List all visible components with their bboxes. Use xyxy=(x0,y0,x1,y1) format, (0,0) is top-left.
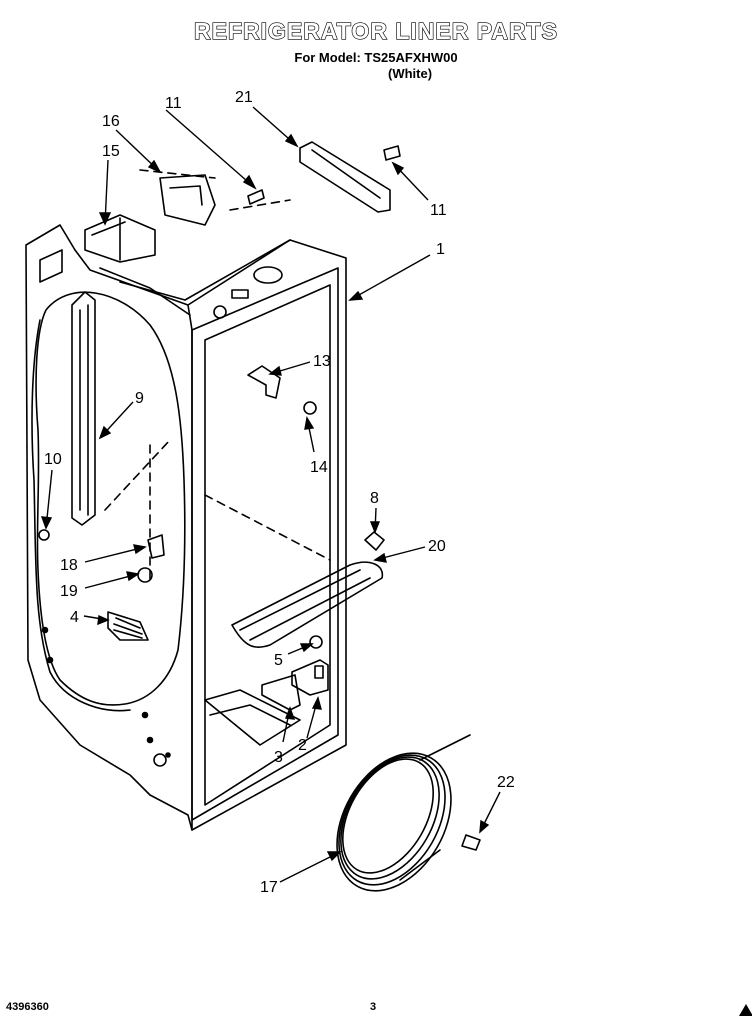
callout-18: 18 xyxy=(60,557,78,574)
left-side-gasket xyxy=(35,291,186,706)
part-17-bracket xyxy=(299,141,391,213)
part-11-screw-left xyxy=(247,189,265,205)
part-18-socket xyxy=(147,534,165,559)
callout-22: 22 xyxy=(497,774,515,791)
color-note: (White) xyxy=(388,66,433,81)
liner-top-edge xyxy=(119,239,291,301)
callout-3: 3 xyxy=(274,749,283,766)
callout-20: 19 xyxy=(60,583,78,600)
part-13-bracket xyxy=(247,365,281,399)
callout-21: 20 xyxy=(428,538,446,555)
callout-14: 14 xyxy=(310,459,328,476)
part-15-housing xyxy=(84,214,156,263)
vertical-rail xyxy=(71,291,96,526)
callout-13: 13 xyxy=(313,353,331,370)
liner-front-opening xyxy=(191,267,339,821)
callout-11-left: 11 xyxy=(165,95,182,112)
callout-1: 1 xyxy=(436,241,445,258)
part-22-screw xyxy=(461,834,481,851)
callout-4: 4 xyxy=(70,609,79,626)
callout-17: 21 xyxy=(235,89,253,106)
part-2-bracket xyxy=(291,659,329,696)
part-19-water-tube xyxy=(336,734,471,892)
corner-triangle-icon xyxy=(739,1004,752,1016)
callout-8: 8 xyxy=(370,490,379,507)
model-line: For Model: TS25AFXHW00 xyxy=(294,50,458,65)
part-4-vent xyxy=(107,611,149,641)
callout-19: 17 xyxy=(260,879,278,896)
part-21-cover xyxy=(231,561,384,649)
part-16-cover xyxy=(159,174,216,226)
liner-outer-shell xyxy=(25,224,347,831)
callout-16: 16 xyxy=(102,113,120,130)
page-title: REFRIGERATOR LINER PARTS xyxy=(193,17,558,44)
callout-11-right: 11 xyxy=(430,202,447,219)
callout-5: 5 xyxy=(274,652,283,669)
doc-number: 4396360 xyxy=(6,1001,49,1013)
part-8-clip xyxy=(364,531,385,551)
part-11-screw-right xyxy=(383,145,401,161)
part-3-plate xyxy=(261,674,301,711)
page-number: 3 xyxy=(370,1001,377,1013)
callout-10: 10 xyxy=(44,451,62,468)
callout-15: 15 xyxy=(102,143,120,160)
interior-dashed-lines xyxy=(104,169,331,581)
callout-9: 9 xyxy=(135,390,144,407)
callout-2: 2 xyxy=(298,737,307,754)
